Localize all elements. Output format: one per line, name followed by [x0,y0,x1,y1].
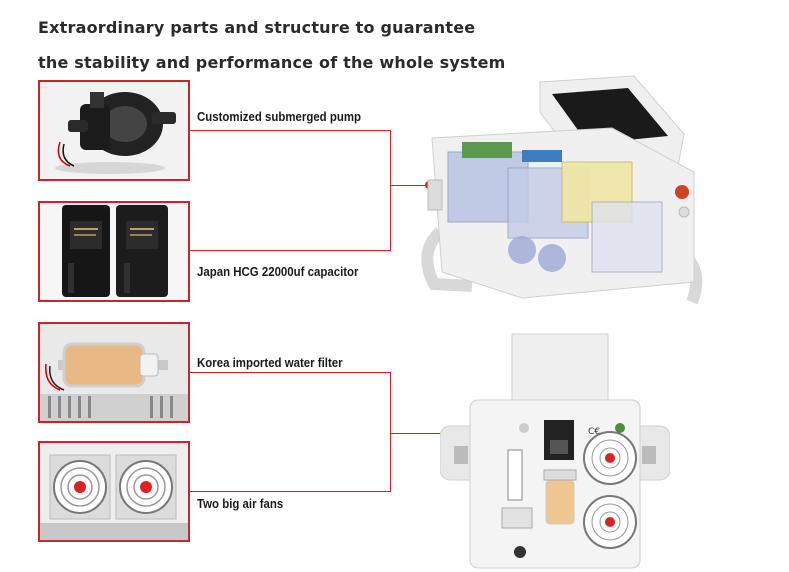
headline-line-1: Extraordinary parts and structure to gua… [38,18,476,37]
water-pump-photo [40,82,188,179]
filter-photo-box [38,322,190,423]
top-group-connector [390,130,391,251]
water-filter-photo [40,324,188,421]
fans-connector [190,491,391,492]
capacitor-connector [190,250,391,251]
svg-text:C€: C€ [588,427,600,437]
machine-internal-view [412,72,712,312]
capacitor-label: Japan HCG 22000uf capacitor [197,264,359,279]
air-fans-photo [40,443,188,540]
pump-photo-box [38,80,190,181]
fans-label: Two big air fans [197,496,284,511]
top-machine-pointer [390,185,430,186]
filter-connector [190,372,390,373]
bottom-machine-pointer [390,433,448,434]
fans-photo-box [38,441,190,542]
headline-line-2: the stability and performance of the who… [38,53,506,72]
filter-label: Korea imported water filter [197,355,343,370]
bottom-group-connector [390,372,391,492]
machine-rear-illustration: C€ [440,333,670,569]
pump-label: Customized submerged pump [197,109,361,124]
capacitor-photo [40,203,188,300]
pump-connector [190,130,390,131]
machine-rear-view: C€ [440,330,670,572]
machine-internal-illustration [421,75,703,305]
capacitor-photo-box [38,201,190,302]
